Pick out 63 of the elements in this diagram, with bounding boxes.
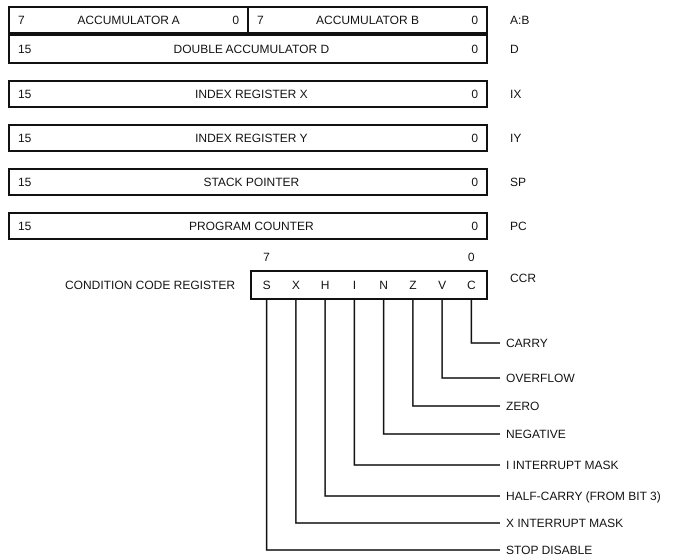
- register-abbreviation: CCR: [510, 271, 536, 285]
- register-box: [247, 6, 488, 34]
- register-box: [8, 80, 488, 108]
- flag-name: NEGATIVE: [506, 427, 566, 441]
- bit-number: 0: [471, 13, 478, 27]
- bit-number: 7: [257, 13, 264, 27]
- register-abbreviation: IX: [510, 87, 522, 101]
- flag-bit-letter: Z: [398, 272, 428, 298]
- flag-name: ZERO: [506, 399, 540, 413]
- register-box: [8, 168, 488, 196]
- register-box: [8, 124, 488, 152]
- flag-name: STOP DISABLE: [506, 543, 592, 557]
- register-abbreviation: IY: [510, 131, 522, 145]
- flag-bit-letter: V: [428, 272, 457, 298]
- bit-number: 15: [18, 42, 32, 56]
- leader-line: [441, 300, 500, 379]
- leader-line: [354, 300, 500, 466]
- bit-number: 0: [232, 13, 239, 27]
- bit-number: 0: [471, 87, 478, 101]
- register-title: CONDITION CODE REGISTER: [65, 278, 236, 292]
- flag-bit-letter: I: [340, 272, 369, 298]
- bit-number: 15: [18, 87, 32, 101]
- flag-name: I INTERRUPT MASK: [506, 458, 618, 472]
- leader-line: [295, 300, 500, 524]
- register-box: [250, 270, 488, 300]
- register-box: [8, 6, 249, 34]
- leader-line: [266, 300, 500, 551]
- leader-line: [382, 300, 500, 435]
- bit-number: 15: [18, 131, 32, 145]
- bit-number: 0: [471, 131, 478, 145]
- leader-line: [324, 300, 500, 497]
- bit-number: 15: [18, 175, 32, 189]
- register-name: ACCUMULATOR A: [76, 13, 181, 27]
- register-abbreviation: SP: [510, 175, 526, 189]
- register-name: INDEX REGISTER X: [194, 87, 309, 101]
- bit-number: 0: [471, 175, 478, 189]
- register-name: ACCUMULATOR B: [315, 13, 420, 27]
- flag-name: HALF-CARRY (FROM BIT 3): [506, 489, 661, 503]
- bit-number: 15: [18, 219, 32, 233]
- register-name: STACK POINTER: [202, 175, 300, 189]
- register-name: DOUBLE ACCUMULATOR D: [172, 42, 330, 56]
- register-box: [8, 34, 488, 64]
- bit-number: 0: [471, 219, 478, 233]
- leader-line: [470, 300, 500, 344]
- bit-number: 0: [468, 250, 475, 264]
- flag-bit-letter: H: [310, 272, 340, 298]
- register-abbreviation: PC: [510, 219, 527, 233]
- bit-number: 7: [263, 250, 270, 264]
- flag-bit-letter: X: [281, 272, 310, 298]
- register-name: PROGRAM COUNTER: [188, 219, 315, 233]
- flag-bit-letter: S: [252, 272, 282, 298]
- flag-bit-letter: C: [456, 272, 486, 298]
- flag-name: X INTERRUPT MASK: [506, 516, 624, 530]
- leader-line: [412, 300, 500, 407]
- register-box: [8, 212, 488, 240]
- register-abbreviation: A:B: [510, 13, 530, 27]
- register-abbreviation: D: [510, 42, 519, 56]
- flag-bit-letter: N: [369, 272, 398, 298]
- flag-name: CARRY: [506, 336, 548, 350]
- register-name: INDEX REGISTER Y: [194, 131, 309, 145]
- bit-number: 7: [18, 13, 25, 27]
- flag-name: OVERFLOW: [506, 371, 575, 385]
- bit-number: 0: [471, 42, 478, 56]
